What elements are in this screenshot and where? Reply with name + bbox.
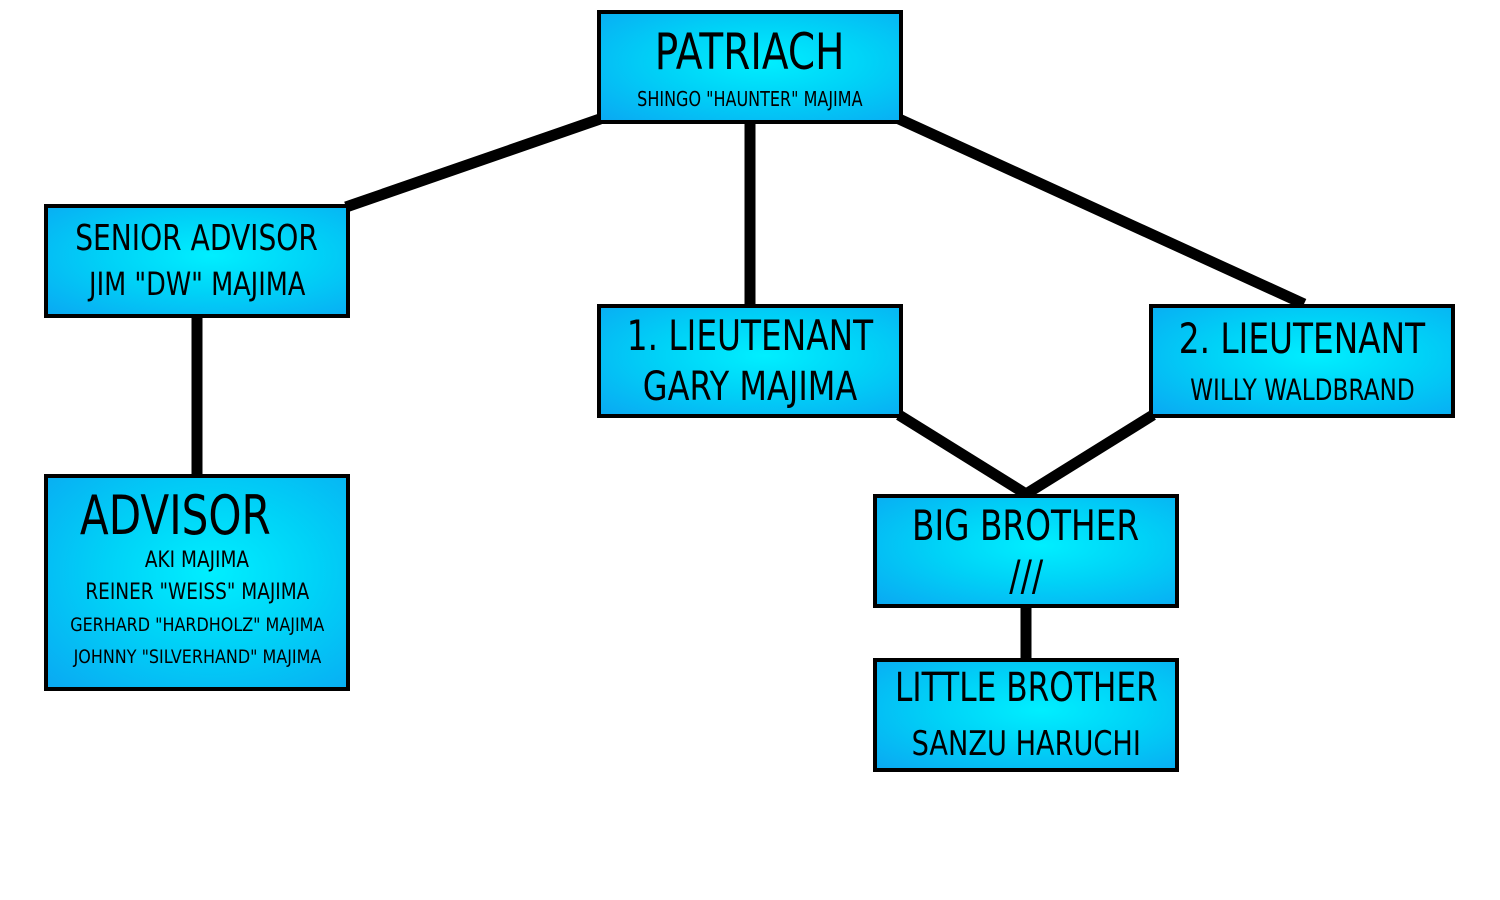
edge-lieutenant-2-big-brother bbox=[1023, 410, 1156, 499]
node-title: 2. LIEUTENANT bbox=[1178, 313, 1426, 363]
advisor-member: JOHNNY "SILVERHAND" MAJIMA bbox=[73, 645, 321, 668]
node-patriach: PATRIACH SHINGO "HAUNTER" MAJIMA bbox=[597, 10, 903, 124]
node-subtitle: /// bbox=[1009, 551, 1043, 600]
node-big-brother: BIG BROTHER /// bbox=[873, 494, 1179, 608]
advisor-member: AKI MAJIMA bbox=[144, 547, 250, 573]
node-title: SENIOR ADVISOR bbox=[75, 218, 319, 260]
node-subtitle: JIM "DW" MAJIMA bbox=[88, 265, 306, 304]
node-title: LITTLE BROTHER bbox=[894, 665, 1158, 712]
edge-lieutenant-1-big-brother bbox=[896, 410, 1029, 499]
node-lieutenant-2: 2. LIEUTENANT WILLY WALDBRAND bbox=[1149, 304, 1455, 418]
node-little-brother: LITTLE BROTHER SANZU HARUCHI bbox=[873, 658, 1179, 772]
node-subtitle: SHINGO "HAUNTER" MAJIMA bbox=[637, 86, 863, 111]
node-lieutenant-1: 1. LIEUTENANT GARY MAJIMA bbox=[597, 304, 903, 418]
advisor-member: REINER "WEISS" MAJIMA bbox=[85, 579, 309, 605]
edge-patriach-lieutenant-2 bbox=[896, 113, 1307, 310]
advisor-member: GERHARD "HARDHOLZ" MAJIMA bbox=[69, 613, 325, 636]
edge-patriach-senior-advisor bbox=[344, 113, 602, 213]
node-subtitle: SANZU HARUCHI bbox=[911, 724, 1141, 765]
node-title: BIG BROTHER bbox=[912, 500, 1140, 550]
node-title: ADVISOR bbox=[79, 484, 271, 547]
node-title: 1. LIEUTENANT bbox=[626, 310, 874, 360]
node-advisor: ADVISOR AKI MAJIMA REINER "WEISS" MAJIMA… bbox=[44, 474, 350, 691]
node-senior-advisor: SENIOR ADVISOR JIM "DW" MAJIMA bbox=[44, 204, 350, 318]
node-subtitle: WILLY WALDBRAND bbox=[1189, 372, 1415, 407]
node-title: PATRIACH bbox=[655, 23, 845, 82]
node-subtitle: GARY MAJIMA bbox=[642, 364, 858, 411]
